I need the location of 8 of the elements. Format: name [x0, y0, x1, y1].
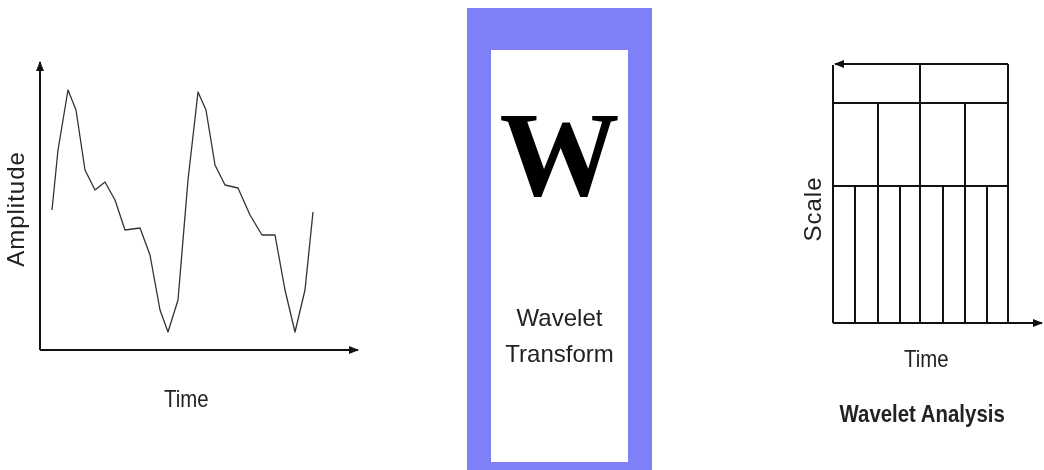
- axis-label: Time: [163, 385, 209, 413]
- large-letter: W: [499, 87, 620, 223]
- chart-caption: Wavelet Analysis: [839, 400, 1005, 428]
- box-label: Wavelet Transform: [504, 303, 615, 369]
- axis-label: Scale: [798, 176, 827, 242]
- axis-label: Amplitude: [1, 151, 30, 267]
- transform-box: [467, 8, 652, 470]
- axis-label: Time: [903, 345, 949, 373]
